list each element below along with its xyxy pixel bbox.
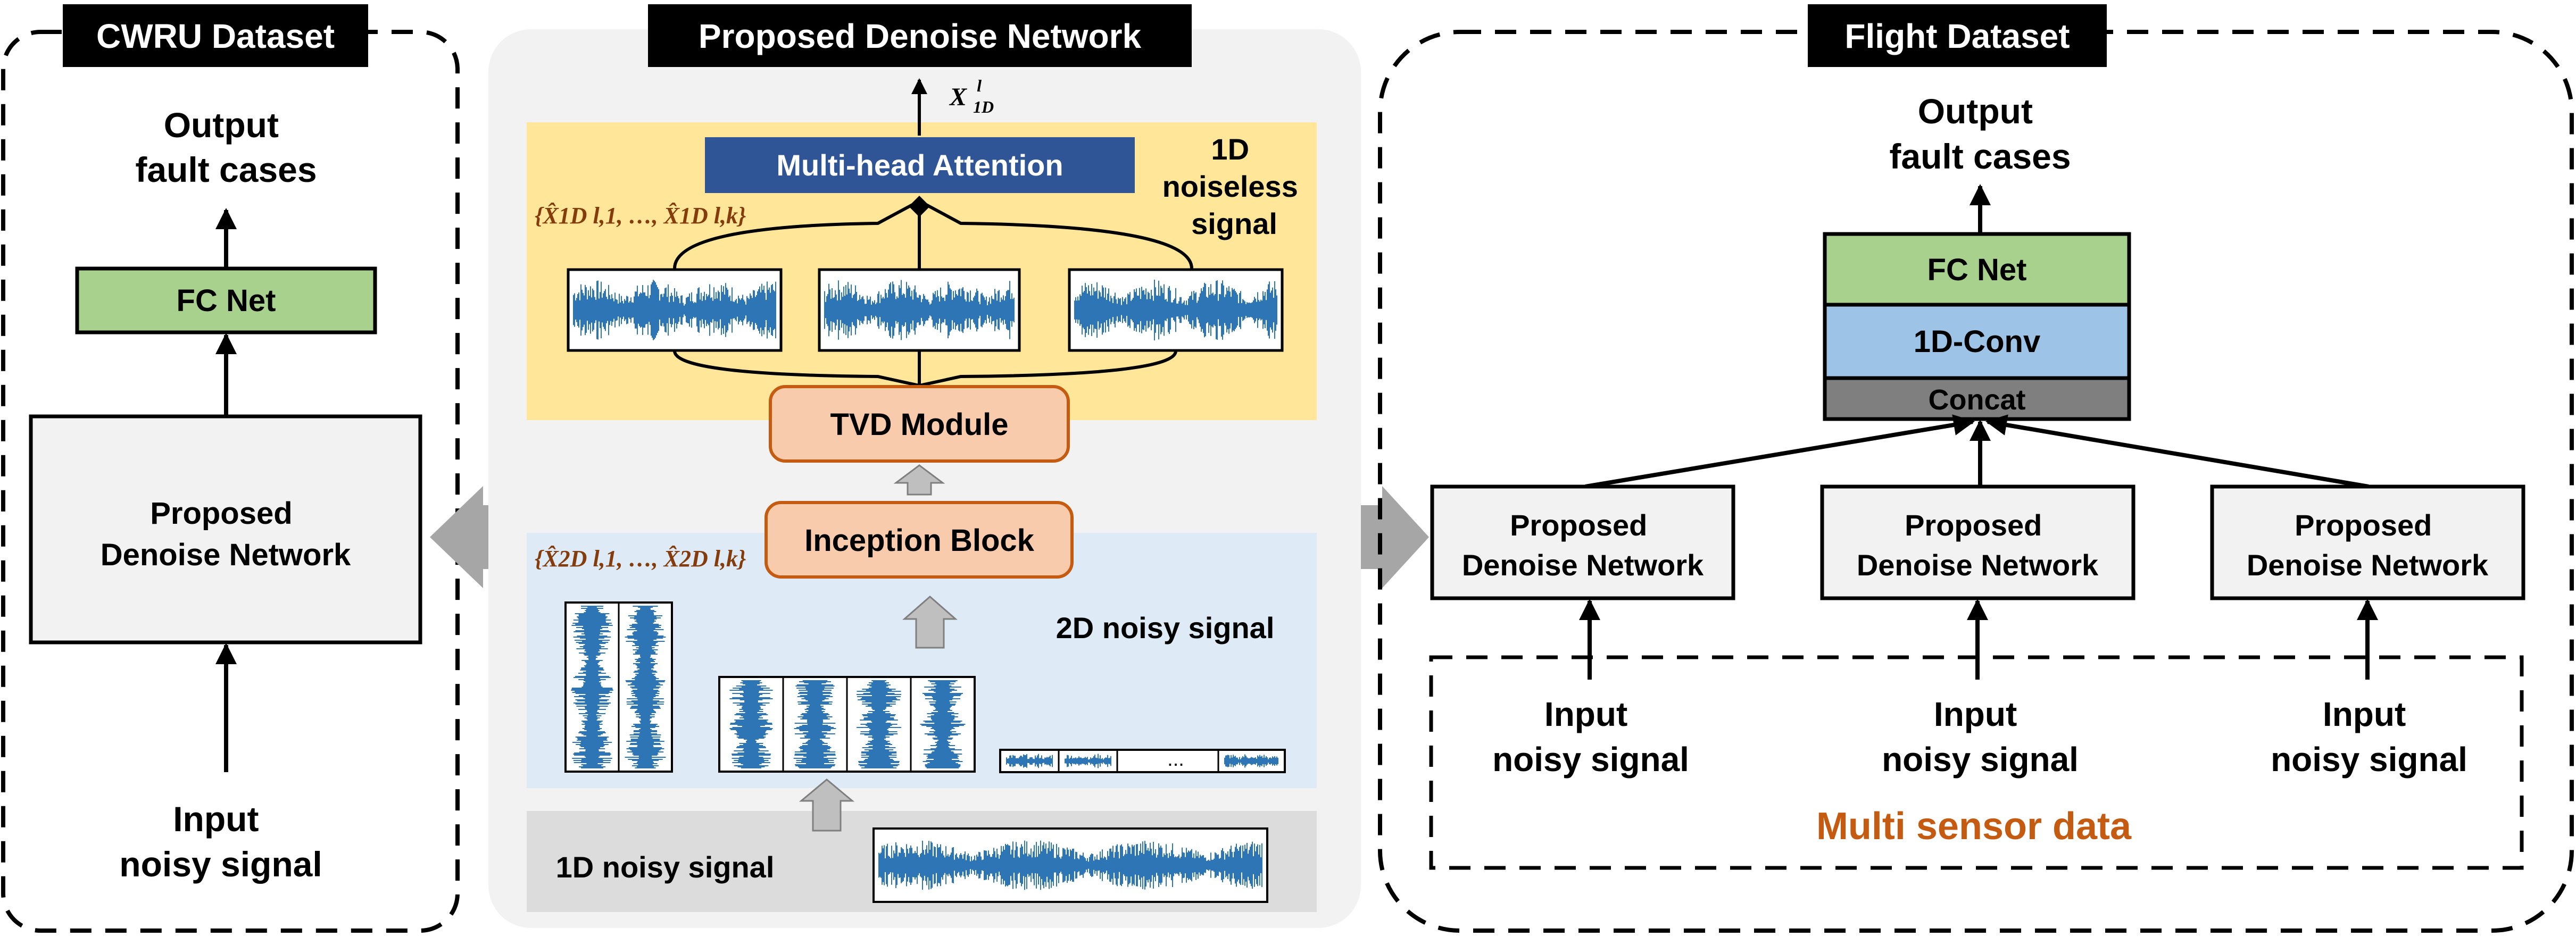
flight-panel: Flight Dataset Output fault cases FC Net… — [1378, 4, 2574, 933]
flight-conv-label: 1D-Conv — [1914, 324, 2040, 359]
multi-head-attention-label: Multi-head Attention — [776, 148, 1063, 182]
flight-input-label-1: Input noisy signal — [1492, 695, 1689, 779]
center-title: Proposed Denoise Network — [699, 17, 1142, 55]
set-2d-label: {X̂2D l,1, …, X̂2D l,k} — [535, 546, 746, 572]
arrow-1d-2d — [799, 779, 855, 832]
flight-title: Flight Dataset — [1844, 17, 2070, 55]
inception-block-box — [765, 501, 1074, 579]
cwru-denoise-label: Proposed Denoise Network — [101, 496, 351, 572]
cwru-output-label: Output fault cases — [135, 105, 317, 189]
tvd-module-box — [769, 385, 1070, 463]
flight-fc-net-label: FC Net — [1927, 253, 2027, 287]
flight-input-label-3: Input noisy signal — [2271, 695, 2467, 779]
multi-head-attention-box — [705, 137, 1135, 193]
flight-denoise-box-1 — [1430, 484, 1735, 600]
noisy2d-ellipsis: ... — [1167, 748, 1184, 771]
flight-denoise-label-3: Proposed Denoise Network — [2247, 508, 2489, 582]
noisy1d-label: 1D noisy signal — [556, 850, 775, 884]
branch-left — [673, 199, 920, 269]
cwru-input-label: Input noisy signal — [119, 799, 322, 884]
center-title-bg — [648, 4, 1192, 67]
cwru-panel: CWRU Dataset Output fault cases FC Net P… — [1, 4, 460, 933]
cwru-denoise-box — [29, 414, 422, 645]
big-arrow-right — [1340, 486, 1429, 588]
noisy2d-label: 2D noisy signal — [1056, 611, 1275, 645]
flight-concat-box — [1823, 376, 2131, 421]
arrow-2d-inception — [902, 596, 958, 649]
flight-denoise-box-3 — [2210, 484, 2525, 600]
flight-input-label-2: Input noisy signal — [1882, 695, 2079, 779]
flight-denoise-label-1: Proposed Denoise Network — [1462, 508, 1704, 582]
center-panel: Proposed Denoise Network X 1D l Multi-he… — [488, 4, 1361, 928]
flight-denoise-box-2 — [1820, 484, 2135, 600]
multi-sensor-label: Multi sensor data — [1816, 805, 2132, 848]
flight-arrow-net3-concat — [1985, 414, 2369, 489]
noisy1d-signal — [872, 827, 1268, 903]
noiseless-label: 1D noiseless signal — [1162, 132, 1307, 240]
flight-arrow-net1-concat — [1585, 414, 1975, 489]
cwru-title: CWRU Dataset — [96, 17, 335, 55]
inception-block-label: Inception Block — [804, 523, 1035, 558]
noisy2d-image-small: ... — [999, 748, 1286, 773]
flight-concat-label: Concat — [1928, 384, 2025, 416]
noisy2d-image-large — [564, 601, 673, 773]
tvd-to-signals — [673, 350, 1177, 387]
flight-output-label: Output fault cases — [1889, 91, 2071, 176]
flight-fc-net-box — [1823, 232, 2131, 307]
cwru-fc-net-label: FC Net — [177, 283, 276, 318]
flight-title-bg — [1808, 4, 2107, 67]
noiseless-signal-3 — [1068, 268, 1284, 352]
attention-merge-point — [909, 196, 930, 217]
noisy2d-image-medium — [718, 676, 976, 773]
set-1d-label: {X̂1D l,1, …, X̂1D l,k} — [535, 203, 746, 229]
cwru-title-bg — [63, 4, 368, 67]
output-symbol: X 1D l — [949, 76, 1000, 119]
noiseless-signal-2 — [818, 268, 1021, 352]
branch-right — [918, 199, 1193, 269]
tvd-module-label: TVD Module — [830, 407, 1008, 442]
arrow-inception-tvd — [893, 464, 945, 496]
cwru-fc-net-box — [75, 266, 377, 334]
flight-panel-border — [1378, 30, 2574, 933]
flight-denoise-label-2: Proposed Denoise Network — [1857, 508, 2099, 582]
noiseless-signal-1 — [567, 268, 783, 352]
